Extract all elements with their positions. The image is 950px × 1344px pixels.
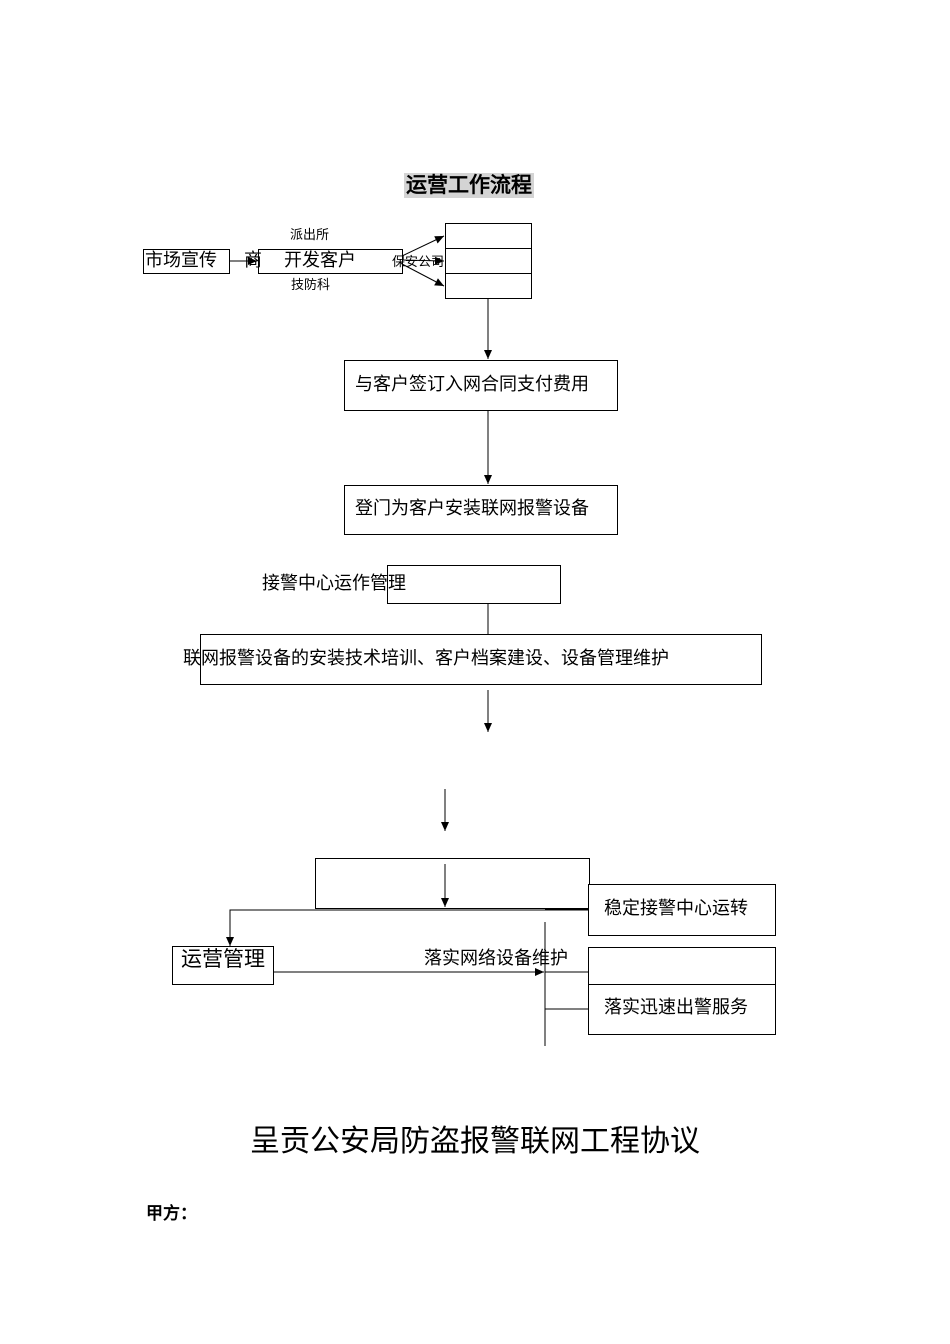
arrow-to-police-station [401, 235, 445, 257]
network-maintenance-box [588, 947, 776, 985]
police-station-label: 派出所 [290, 228, 330, 243]
empty-management-box [315, 858, 590, 909]
alarm-center-box [387, 565, 561, 604]
arrow-to-tech-defense [401, 263, 445, 287]
network-maintenance-label: 落实网络设备维护 [424, 948, 568, 969]
party-a-label: 甲方： [146, 1204, 197, 1224]
ops-management-box [172, 946, 274, 985]
training-label: 联网报警设备的安装技术培训、客户档案建设、设备管理维护 [183, 648, 669, 669]
flow-title: 运营工作流程 [404, 173, 534, 199]
install-device-box [344, 485, 618, 535]
arrow-to-security-company [401, 256, 445, 265]
develop-prefix-label: 商 [244, 250, 262, 271]
develop-clients-box [258, 249, 403, 274]
ops-management-label: 运营管理 [181, 947, 265, 971]
market-promo-box [143, 249, 230, 274]
market-promo-label: 市场宣传 [145, 250, 217, 271]
stable-center-label: 稳定接警中心运转 [604, 898, 748, 919]
security-company-label: 保安公司 [392, 255, 445, 270]
target-box-police [445, 223, 532, 249]
target-box-tech [445, 273, 532, 299]
training-box [200, 634, 762, 685]
target-box-security [445, 248, 532, 274]
sign-contract-label: 与客户签订入网合同支付费用 [355, 374, 589, 395]
agreement-title: 呈贡公安局防盗报警联网工程协议 [250, 1124, 700, 1159]
stable-center-box [588, 884, 776, 936]
rapid-response-box [588, 984, 776, 1035]
tech-defense-label: 技防科 [291, 278, 331, 293]
sign-contract-box [344, 360, 618, 411]
rapid-response-label: 落实迅速出警服务 [604, 997, 748, 1018]
arrow-to-ops-management [226, 909, 445, 946]
alarm-center-label: 接警中心运作管理 [262, 573, 406, 594]
develop-clients-label: 开发客户 [284, 250, 356, 271]
install-device-label: 登门为客户安装联网报警设备 [355, 498, 589, 519]
